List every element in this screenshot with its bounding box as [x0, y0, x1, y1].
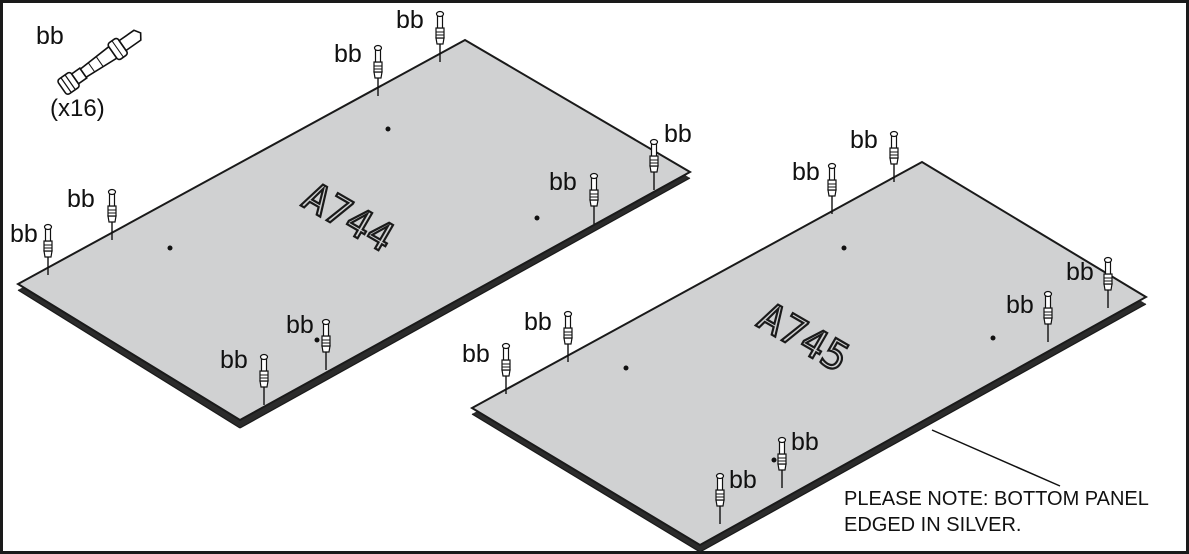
- bolt-label: bb: [334, 40, 362, 68]
- bolt-label: bb: [396, 6, 424, 34]
- legend: bb (x16): [36, 22, 142, 122]
- legend-part-label: bb: [36, 22, 64, 50]
- bolt-label: bb: [286, 311, 314, 339]
- bolt-label: bb: [791, 428, 819, 456]
- bolt-label: bb: [462, 340, 490, 368]
- bolt-label: bb: [729, 466, 757, 494]
- bolt-label: bb: [1066, 258, 1094, 286]
- note-leader-line: [931, 429, 1061, 487]
- bolt-labels-a745: bb bb bb bb bb bb bb bb: [462, 126, 1094, 494]
- note-line-1: PLEASE NOTE: BOTTOM PANEL: [844, 488, 1149, 510]
- bolt-labels-a744: bb bb bb bb bb bb bb bb: [10, 6, 692, 374]
- panel-a744: A744: [16, 38, 693, 429]
- panel-a745-face: [469, 160, 1148, 547]
- silver-edge-note: PLEASE NOTE: BOTTOM PANEL EDGED IN SILVE…: [844, 429, 1149, 536]
- bolt-label: bb: [850, 126, 878, 154]
- cam-dowel-icon: [57, 29, 142, 95]
- bolt-label: bb: [220, 346, 248, 374]
- bolt-label: bb: [67, 185, 95, 213]
- bolt-icon: [827, 162, 837, 215]
- legend-quantity: (x16): [50, 95, 105, 122]
- bolt-label: bb: [10, 220, 38, 248]
- panel-a745: A745: [469, 160, 1148, 553]
- panel-a744-face: [16, 38, 693, 422]
- bolt-icon: [889, 130, 899, 183]
- bolt-label: bb: [524, 308, 552, 336]
- bolt-label: bb: [792, 158, 820, 186]
- bolt-label: bb: [549, 168, 577, 196]
- bolt-label: bb: [664, 120, 692, 148]
- bolt-label: bb: [1006, 291, 1034, 319]
- bolt-icon: [501, 342, 511, 395]
- note-line-2: EDGED IN SILVER.: [844, 514, 1021, 536]
